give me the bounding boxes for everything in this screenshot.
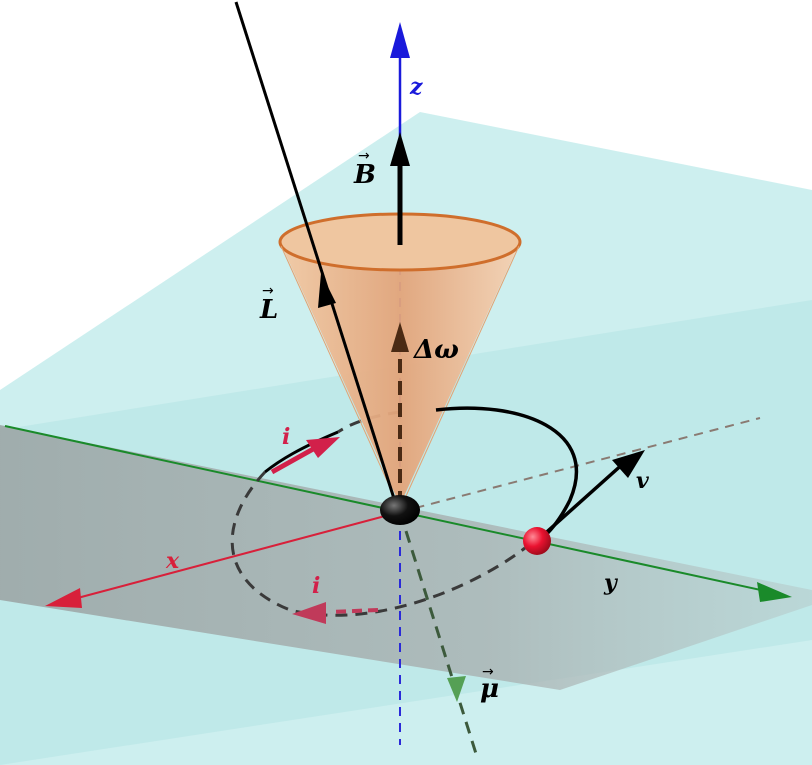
label-l-vector-arrow: → [262, 283, 274, 299]
label-x: x [165, 548, 180, 574]
label-y: y [603, 570, 619, 596]
x-axis-arrowhead [45, 588, 82, 608]
label-v: v [636, 468, 649, 494]
shadow-plane [0, 425, 812, 690]
mu-arrowhead [447, 676, 466, 702]
label-b-vector-arrow: → [358, 148, 370, 164]
label-mu-vector-arrow: → [482, 664, 494, 680]
current-loop-solid-left [264, 430, 339, 474]
label-b: B [353, 160, 376, 190]
current-arrow-top-line [270, 445, 317, 475]
mu-vector-line [398, 511, 480, 761]
b-vector-arrowhead [390, 132, 410, 166]
label-mu-group: μ → [480, 664, 499, 704]
cone-edge-right [401, 245, 520, 506]
v-vector-arrowhead [612, 450, 645, 478]
l-vector-arrowhead [318, 273, 336, 308]
label-i-top: i [282, 424, 290, 450]
charged-particle [523, 527, 551, 555]
y-axis-arrowhead [757, 582, 792, 602]
delta-omega-arrowhead [391, 322, 409, 352]
v-vector-line [538, 460, 627, 540]
label-l: L [259, 295, 278, 325]
z-axis-arrowhead [390, 22, 410, 58]
cone-edge-left [280, 245, 399, 506]
current-arrow-top-head [306, 437, 340, 458]
current-arrow-bottom-line [329, 608, 379, 614]
label-z: z [409, 74, 423, 100]
origin-point [380, 495, 420, 525]
label-l-group: L → [259, 283, 278, 325]
precession-cone [280, 242, 520, 505]
label-mu: μ [480, 674, 499, 704]
x-axis [69, 511, 401, 601]
current-arrow-bottom-head [292, 602, 326, 624]
label-b-group: B → [353, 148, 376, 190]
label-i-bottom: i [312, 573, 320, 599]
axis-dashed-extension [399, 417, 761, 513]
l-vector-line [234, 1, 399, 509]
label-delta-omega: Δω [412, 335, 459, 365]
